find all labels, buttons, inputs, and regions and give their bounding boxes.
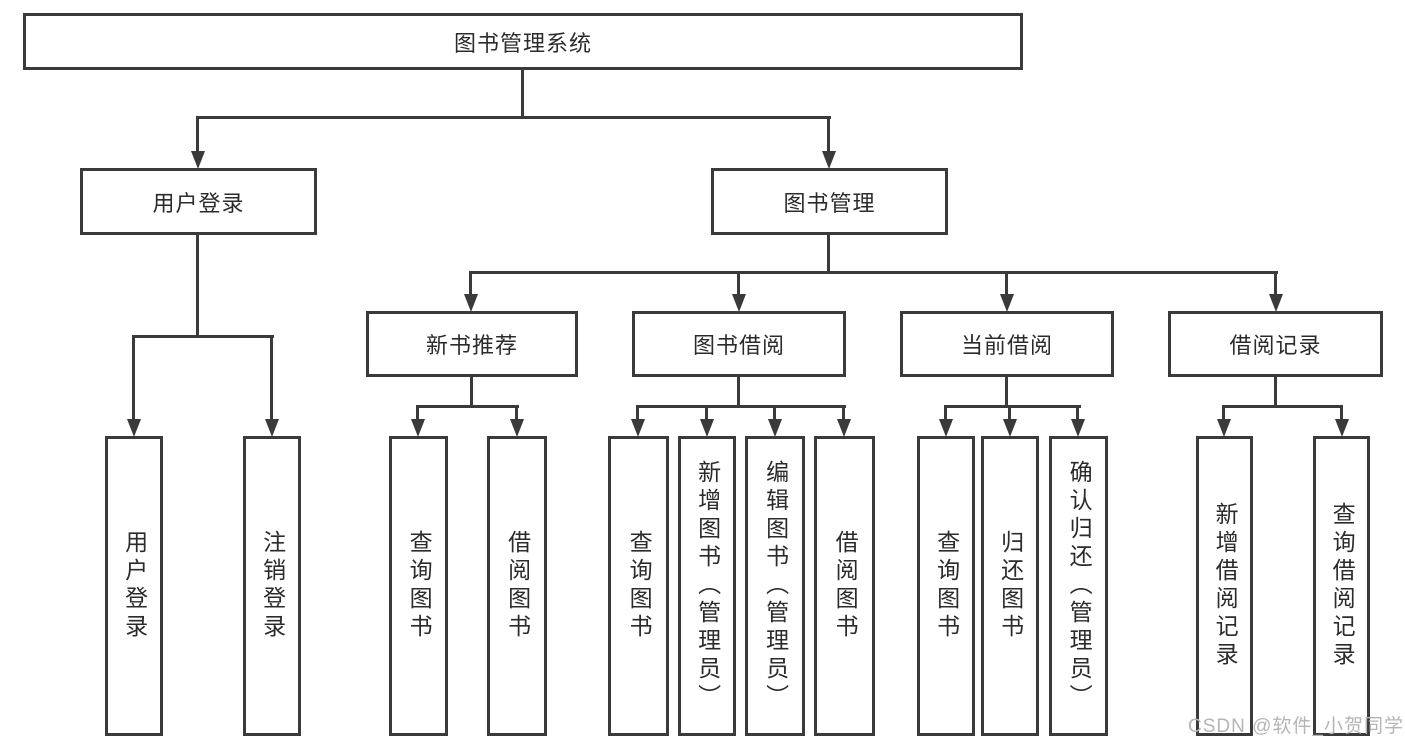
leaf-logout-label: 注销登录 <box>259 530 286 642</box>
connector-drop-leaf-logout <box>270 335 273 423</box>
node-new-book-recommend: 新书推荐 <box>366 311 578 377</box>
node-library-system-label: 图书管理系统 <box>453 30 592 56</box>
leaf-borrowing-query-books-label: 查询图书 <box>626 530 653 642</box>
arrowhead-book-management <box>822 151 836 169</box>
arrowhead-return-books <box>1003 419 1017 437</box>
leaf-logout: 注销登录 <box>243 436 301 736</box>
connector-recommend-rail <box>416 405 519 408</box>
leaf-recommend-query-books-label: 查询图书 <box>406 530 433 642</box>
arrowhead-current-borrowing <box>1000 294 1014 312</box>
connector-drop-query-record <box>1340 405 1343 423</box>
leaf-query-borrow-record: 查询借阅记录 <box>1313 436 1370 736</box>
arrowhead-query-record <box>1335 419 1349 437</box>
leaf-recommend-borrow-books-label: 借阅图书 <box>504 530 531 642</box>
arrowhead-borrow-records <box>1269 294 1283 312</box>
node-user-login-label: 用户登录 <box>152 190 245 216</box>
node-book-borrowing-label: 图书借阅 <box>692 333 785 358</box>
leaf-borrowing-query-books: 查询图书 <box>608 436 669 736</box>
leaf-recommend-query-books: 查询图书 <box>389 436 448 736</box>
connector-drop-borrow-books <box>842 405 845 423</box>
leaf-add-borrow-record-label: 新增借阅记录 <box>1212 502 1239 670</box>
connector-drop-current-borrowing <box>1005 271 1008 299</box>
arrowhead-current-query <box>939 419 953 437</box>
arrowhead-leaf-logout <box>265 419 279 437</box>
arrowhead-borrowing-query <box>631 419 645 437</box>
node-user-login: 用户登录 <box>80 168 317 235</box>
arrowhead-edit-books <box>768 419 782 437</box>
connector-level3-rail <box>469 271 1278 274</box>
connector-root-stem <box>521 68 524 118</box>
arrowhead-leaf-user-login <box>127 419 141 437</box>
connector-drop-user-login <box>196 116 199 156</box>
connector-drop-recommend-query <box>416 405 419 423</box>
arrowhead-borrow-books <box>837 419 851 437</box>
connector-drop-new-book-recommend <box>469 271 472 299</box>
csdn-watermark: CSDN @软件_小贺同学 <box>1188 716 1404 737</box>
connector-current-rail <box>944 405 1081 408</box>
connector-drop-confirm-return <box>1076 405 1079 423</box>
arrowhead-recommend-borrow <box>510 419 524 437</box>
leaf-current-query-books-label: 查询图书 <box>933 530 960 642</box>
node-book-borrowing: 图书借阅 <box>632 311 846 377</box>
node-current-borrowing: 当前借阅 <box>900 311 1114 377</box>
leaf-return-books-label: 归还图书 <box>997 530 1024 642</box>
connector-drop-edit-books <box>773 405 776 423</box>
connector-drop-borrowing-query <box>636 405 639 423</box>
connector-records-stem <box>1274 375 1277 407</box>
leaf-user-login: 用户登录 <box>105 436 163 736</box>
leaf-borrow-books-label: 借阅图书 <box>832 530 859 642</box>
node-current-borrowing-label: 当前借阅 <box>960 333 1053 358</box>
leaf-recommend-borrow-books: 借阅图书 <box>487 436 547 736</box>
node-library-system: 图书管理系统 <box>23 13 1023 70</box>
leaf-add-borrow-record: 新增借阅记录 <box>1196 436 1253 736</box>
connector-user-login-rail <box>132 335 274 338</box>
connector-user-login-stem <box>196 233 199 337</box>
node-new-book-recommend-label: 新书推荐 <box>425 333 518 358</box>
connector-current-stem <box>1005 375 1008 407</box>
node-book-management-label: 图书管理 <box>783 190 876 216</box>
connector-borrowing-stem <box>737 375 740 407</box>
connector-level2-rail <box>196 116 831 119</box>
connector-drop-return-books <box>1008 405 1011 423</box>
leaf-user-login-label: 用户登录 <box>121 530 148 642</box>
leaf-edit-books-admin: 编辑图书（管理员） <box>745 436 805 736</box>
connector-borrowing-rail <box>636 405 846 408</box>
connector-drop-current-query <box>944 405 947 423</box>
leaf-add-books-admin-label: 新增图书（管理员） <box>694 460 721 712</box>
leaf-add-books-admin: 新增图书（管理员） <box>678 436 736 736</box>
node-borrow-records: 借阅记录 <box>1168 311 1383 377</box>
leaf-confirm-return-admin: 确认归还（管理员） <box>1049 436 1108 736</box>
connector-records-rail <box>1222 405 1343 408</box>
connector-drop-add-books <box>705 405 708 423</box>
connector-drop-add-record <box>1222 405 1225 423</box>
connector-drop-book-management <box>827 116 830 156</box>
arrowhead-recommend-query <box>411 419 425 437</box>
arrowhead-user-login <box>191 151 205 169</box>
connector-drop-book-borrowing <box>737 271 740 299</box>
leaf-edit-books-admin-label: 编辑图书（管理员） <box>762 460 789 712</box>
leaf-query-borrow-record-label: 查询借阅记录 <box>1329 502 1356 670</box>
leaf-current-query-books: 查询图书 <box>917 436 975 736</box>
connector-book-management-stem <box>827 233 830 273</box>
arrowhead-add-books <box>700 419 714 437</box>
connector-drop-recommend-borrow <box>515 405 518 423</box>
connector-drop-leaf-user-login <box>132 335 135 423</box>
leaf-return-books: 归还图书 <box>981 436 1039 736</box>
leaf-confirm-return-admin-label: 确认归还（管理员） <box>1066 460 1093 712</box>
connector-drop-borrow-records <box>1274 271 1277 299</box>
arrowhead-new-book-recommend <box>464 294 478 312</box>
arrowhead-book-borrowing <box>732 294 746 312</box>
leaf-borrow-books: 借阅图书 <box>814 436 875 736</box>
arrowhead-add-record <box>1217 419 1231 437</box>
node-borrow-records-label: 借阅记录 <box>1229 333 1322 358</box>
connector-recommend-stem <box>470 375 473 407</box>
arrowhead-confirm-return <box>1071 419 1085 437</box>
node-book-management: 图书管理 <box>711 168 948 235</box>
